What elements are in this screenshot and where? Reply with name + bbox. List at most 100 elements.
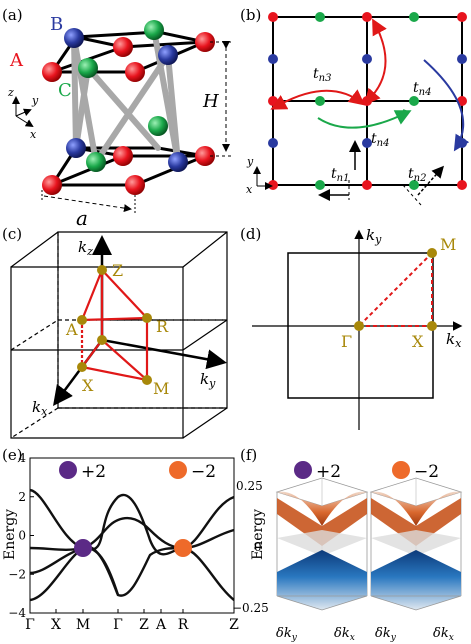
lattice-site: [409, 96, 419, 106]
height-label: H: [202, 91, 219, 112]
axis-y-label: y: [246, 155, 254, 168]
panel-b: (b) tn3 tn4 tn4 tn1 tn2 y x: [240, 6, 470, 206]
high-symmetry-points-2d: [354, 248, 437, 331]
dky-label-left: δky: [276, 626, 298, 643]
crystal-edge: [134, 154, 206, 187]
tn4-label-center: tn4: [371, 131, 389, 149]
ytick-label: 4: [18, 451, 26, 465]
dirac-cones: [275, 477, 463, 611]
brillouin-zone-3d: [10, 231, 228, 439]
tn2-label: tn2: [408, 166, 426, 184]
kpoint-Z: Z: [112, 261, 123, 280]
axis-z-label: z: [7, 86, 14, 99]
surface-ylabel: Energy: [250, 509, 266, 560]
zticks-0: 0: [254, 540, 262, 554]
xtick-label: Z: [139, 617, 149, 633]
kpoint-X-2d: X: [412, 332, 424, 351]
charge-plus2-marker: [74, 539, 92, 557]
panel-a-tag: (a): [2, 6, 23, 24]
band-curves: [29, 488, 235, 602]
kpoint-Gamma-2d: Γ: [341, 332, 352, 351]
sublattice-C-label: C: [58, 80, 72, 101]
panel-d-tag: (d): [240, 225, 261, 243]
lattice-site: [362, 180, 372, 190]
kpoint-X: X: [82, 376, 94, 395]
axis-x-label: x: [30, 128, 37, 141]
panel-c-tag: (c): [2, 225, 22, 243]
kx-label-2d: kx: [446, 330, 462, 350]
panel-e-tag: (e): [2, 446, 23, 464]
band-line: [29, 488, 235, 556]
hopping-tn4-vertical-arrow: [423, 59, 470, 152]
crystal-top-layer: [75, 30, 206, 49]
high-symmetry-path-3d: [80, 267, 151, 382]
ky-label-2d: ky: [366, 226, 382, 246]
band-line: [29, 545, 120, 602]
kpoint-M: M: [153, 379, 169, 398]
lattice-site: [315, 180, 325, 190]
legend-minus2-text-f: −2: [414, 462, 439, 482]
panel-f-tag: (f): [240, 446, 257, 464]
hopping-tn3-arrow: [270, 89, 366, 110]
xtick-label: A: [155, 617, 167, 633]
kpoint-M-2d: M: [440, 235, 456, 254]
lattice-site: [409, 12, 419, 22]
lattice-site: [315, 96, 325, 106]
lattice-site: [457, 54, 467, 64]
ytick-label: −2: [8, 567, 26, 581]
panel-b-tag: (b): [240, 6, 261, 24]
kx-label: kx: [32, 398, 48, 418]
lattice-site: [362, 138, 372, 148]
lower-band-surface: [371, 550, 461, 610]
legend-plus2-dot: [59, 461, 77, 479]
xtick-label: Z: [229, 617, 239, 633]
lower-band-surface: [277, 550, 367, 610]
charge-minus2-marker: [174, 539, 192, 557]
lattice-site: [268, 180, 278, 190]
tn3-label: tn3: [313, 66, 331, 84]
lattice-site: [268, 54, 278, 64]
high-symmetry-path-2d: [358, 252, 433, 327]
ytick-label: 0: [18, 529, 26, 543]
lattice-site: [268, 12, 278, 22]
high-symmetry-points-3d: [77, 265, 152, 385]
dkx-label-right: δkx: [433, 626, 454, 643]
lattice-site: [362, 12, 372, 22]
hopping-tn3-vertical-arrow: [364, 18, 387, 106]
tn4-label-right: tn4: [413, 80, 431, 98]
axis-y-label: y: [31, 94, 39, 107]
lattice-site: [362, 96, 372, 106]
dkx-label-left: δkx: [334, 626, 355, 643]
ky-axis: [101, 338, 227, 370]
tn1-label: tn1: [331, 166, 349, 184]
legend-plus2-dot-f: [294, 461, 312, 479]
legend-plus2-text-f: +2: [316, 462, 341, 482]
panel-f: (f) Energy 0.25 0 −0.25 +2 −2 δky δkx δk…: [232, 446, 463, 643]
ytick-label: 2: [18, 490, 26, 504]
lattice-site: [457, 12, 467, 22]
legend-minus2-text: −2: [191, 462, 216, 482]
lattice-site: [268, 96, 278, 106]
ky-label: ky: [200, 370, 216, 390]
cone-box: [275, 477, 369, 611]
panel-c: (c): [2, 225, 228, 439]
atoms: [42, 20, 215, 195]
axes-triad: [12, 96, 34, 128]
ytick-label: −4: [8, 606, 26, 620]
sublattice-A-label: A: [9, 50, 24, 71]
band-ylabel: Energy: [2, 509, 18, 560]
zero-energy-plane: [371, 530, 461, 556]
legend-plus2-text: +2: [81, 462, 106, 482]
dky-label-right: δky: [375, 626, 397, 643]
xtick-label: R: [178, 617, 189, 633]
upper-band-surface: [277, 491, 367, 526]
interlayer-bonds: [71, 27, 181, 165]
panel-a: (a): [2, 6, 232, 230]
hopping-tn4-arrow: [317, 110, 412, 129]
zticks-m025: −0.25: [232, 601, 269, 615]
cone-box: [369, 477, 463, 611]
kpoint-R: R: [156, 317, 169, 336]
crystal-edge: [51, 154, 124, 187]
width-label: a: [76, 206, 88, 230]
